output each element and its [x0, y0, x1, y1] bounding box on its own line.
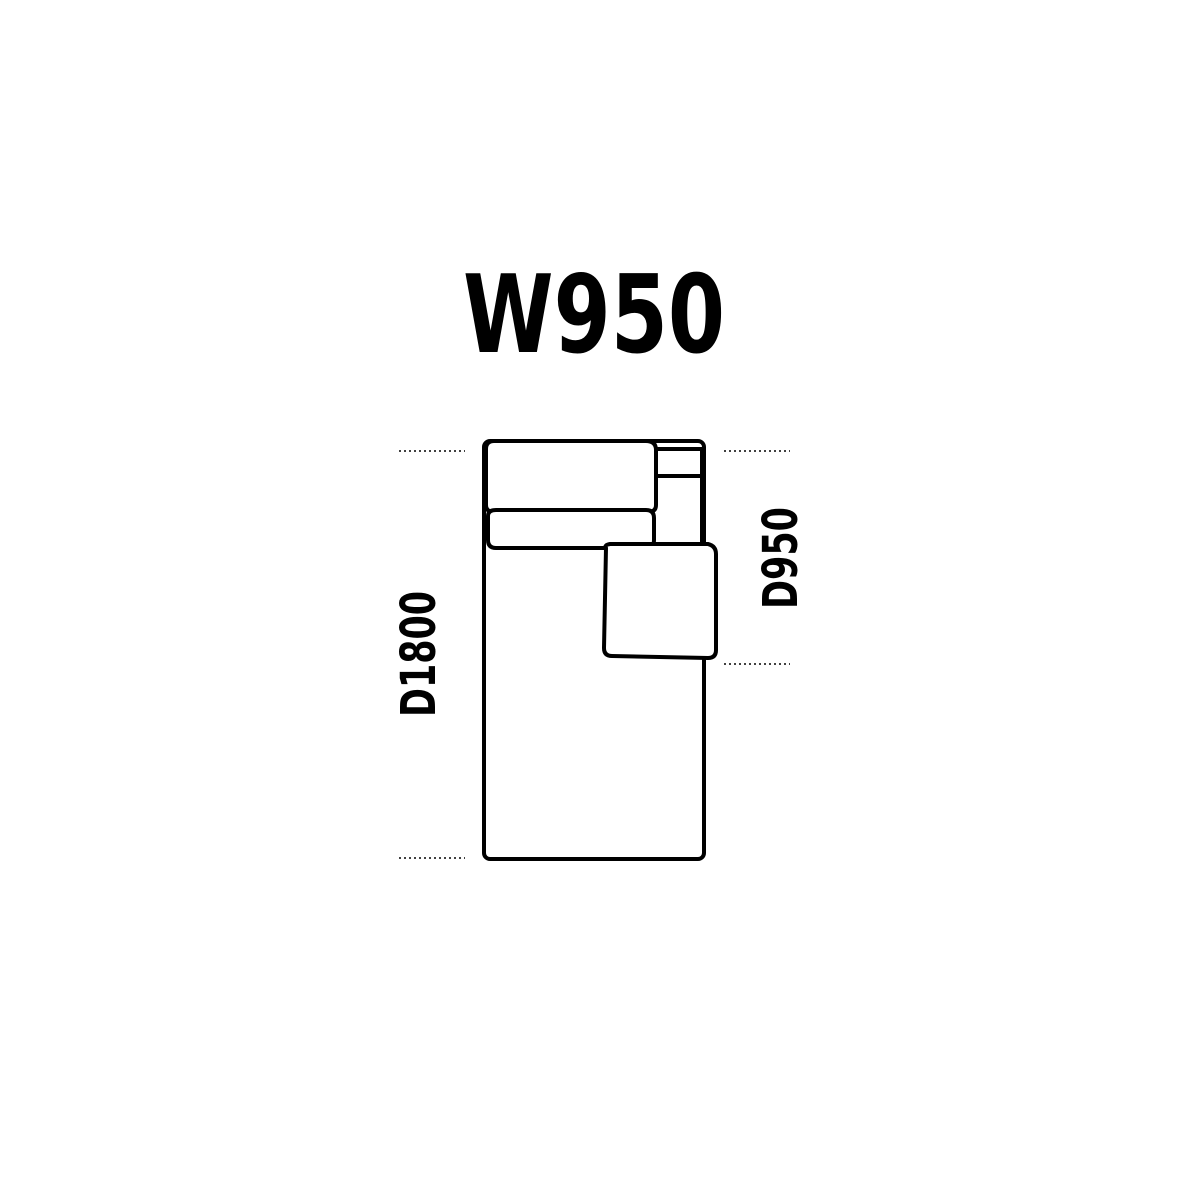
total-depth-dimension-label: D1800: [391, 591, 447, 717]
side-backrest-lower: [650, 474, 704, 548]
partial-depth-dimension-label: D950: [753, 507, 809, 609]
side-backrest: [650, 447, 704, 478]
seat-cushion-top: [486, 508, 656, 550]
width-dimension-label: W950: [463, 253, 725, 378]
throw-pillow: [602, 542, 718, 660]
back-cushion: [484, 439, 658, 514]
sofa-outline: [482, 439, 718, 861]
dimension-extension-lines: [399, 450, 790, 859]
